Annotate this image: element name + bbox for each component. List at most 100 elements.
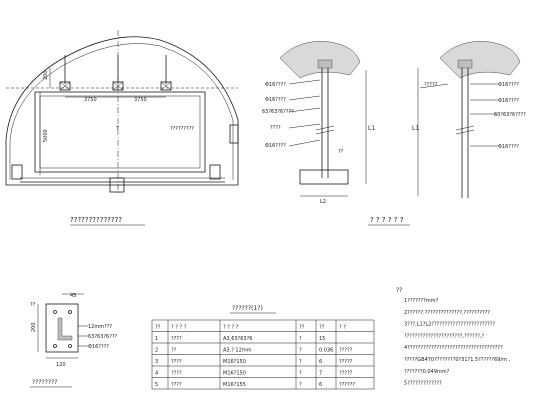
table-cell: ? (299, 336, 302, 342)
angle-label-3: Φ16???? (88, 344, 109, 350)
right-label: ????????? (170, 126, 194, 132)
table-cell: M16?150 (223, 371, 246, 377)
dim-3750-left: 3750 (84, 97, 97, 103)
detail-a-label-6: ?? (338, 149, 344, 155)
table-cell: ? (299, 359, 302, 365)
tunnel-outline (5, 36, 239, 186)
angle-caption: ???????? (32, 379, 57, 386)
hanger-center (112, 55, 124, 91)
detail-b: L1 ????? Φ16???? Φ16???? 63?63?6???? Φ16… (412, 41, 526, 198)
angle-section (57, 317, 73, 341)
detail-b-label-5: Φ16???? (498, 144, 519, 150)
table-cell: 4 (155, 371, 158, 377)
right-wall-box (229, 124, 239, 144)
notes-line: 1???????mm? (404, 298, 438, 304)
tunnel-cross-section: 200 3750 3750 5000 ↑ ????????? ?????????… (5, 30, 239, 226)
detail-a-label-1: Φ16???? (265, 82, 286, 88)
table-cell: 7 (319, 371, 322, 377)
center-drain-box (109, 177, 125, 193)
table-cell: ? (299, 348, 302, 354)
table-header-cell: ? ? ? ? (223, 325, 239, 331)
dim-l2-a: L2 (320, 199, 326, 205)
detail-a-label-5: Φ16???? (265, 143, 286, 149)
table-header-cell: ? ? ? ? (171, 325, 187, 331)
bolt-hole-4 (68, 344, 72, 348)
center-arrow-label: ↑ (115, 125, 120, 132)
table-title: ??????(1?) (232, 305, 263, 312)
detail-caption: ? ? ? ? ? ? (370, 216, 404, 224)
break-b2 (455, 129, 475, 135)
table-cell: 3 (155, 359, 158, 365)
dim-45: 45 (70, 293, 76, 299)
base-plate-a (299, 169, 349, 185)
table-cells: ??? ? ? ?? ? ? ?????? ?1????A3,63?63?6?1… (155, 325, 355, 389)
detail-b-label-3: Φ16???? (498, 98, 519, 104)
table-cell: ?????? (339, 382, 355, 388)
angle-label-1: 12mm??? (88, 324, 112, 330)
detail-a-label-4: ???? (270, 125, 281, 131)
hanger-left (59, 55, 71, 91)
dim-200-angle: 200 (31, 322, 37, 332)
angle-top-label: ?? (30, 302, 36, 308)
detail-b-label-4: 63?63?6???? (494, 112, 526, 118)
dim-5000: 5000 (43, 129, 49, 142)
top-plate-a (317, 59, 333, 69)
notes-line: 4???????????????????????????????????? (404, 345, 503, 351)
notes-line: 5????????????? (404, 381, 442, 387)
table-cell: ????? (339, 348, 353, 354)
table-cell: ???? (171, 359, 182, 365)
notes-line: ?????GB470????????0?31?1.5??????69/m , (404, 357, 511, 363)
angle-steel-detail: ?? 45 200 120 12mm??? 63?63?6??? Φ16????… (30, 293, 118, 388)
notes-line: ???????0.049mm? (404, 369, 450, 375)
table-header-cell: ?? (155, 325, 161, 331)
table-header-cell: ?? (299, 325, 305, 331)
table-cell: 0.036 (319, 348, 333, 354)
detail-a-label-3: 63?63?6???? (262, 109, 294, 115)
break-b (455, 125, 475, 131)
rock-mass-b (439, 41, 521, 79)
detail-b-label-2: Φ16???? (498, 82, 519, 88)
left-curb-box (11, 164, 23, 180)
hanger-right (160, 55, 172, 91)
break-a (315, 125, 335, 131)
table-cell: ???? (171, 382, 182, 388)
table-cell: 6 (319, 359, 322, 365)
dim-l1-a: L1 (368, 125, 375, 132)
table-cell: 6 (319, 382, 322, 388)
table-cell: M16?155 (223, 382, 246, 388)
detail-a-label-2: Φ16???? (265, 97, 286, 103)
table-cell: 1 (155, 336, 158, 342)
notes-line: 2??????,??????????????,?????????? (404, 310, 490, 316)
table-cell: ???? (171, 336, 182, 342)
bolt-hole-1 (53, 310, 57, 314)
table-cell: ????? (339, 371, 353, 377)
tunnel-inner-outline (9, 43, 234, 180)
right-curb-box (209, 164, 221, 180)
table-cell: ? (299, 371, 302, 377)
material-table: ??????(1?) ??? ? ? ?? ? ? ?????? ?1????A… (151, 305, 375, 390)
angle-label-2: 63?63?6??? (88, 334, 118, 340)
notes-line: ??????????????????????,??????,? (404, 333, 484, 339)
dim-120: 120 (56, 362, 66, 368)
dim-l1-b: L1 (412, 125, 419, 132)
table-cell: ?? (171, 348, 177, 354)
notes-lines: 1???????mm? 2??????,??????????????,??????… (404, 298, 511, 387)
table-cell: 2 (155, 348, 158, 354)
table-cell: 15 (319, 336, 325, 342)
sign-board (34, 91, 206, 173)
tunnel-caption: ?????????????? (70, 216, 122, 224)
dim-3750-right: 3750 (134, 97, 147, 103)
detail-a: Φ16???? Φ16???? 63?63?6???? ???? Φ16????… (262, 41, 375, 205)
bolt-hole-2 (68, 310, 72, 314)
table-cell: ????? (339, 359, 353, 365)
table-cell: ? (299, 382, 302, 388)
table-grid (151, 319, 375, 390)
table-cell: A3,63?63?6 (223, 336, 252, 342)
angle-plate (45, 303, 79, 353)
dim-200: 200 (43, 70, 49, 80)
table-header-cell: ?? (319, 325, 325, 331)
table-cell: A3,? 12mm (223, 348, 252, 354)
bolt-hole-3 (53, 344, 57, 348)
rock-mass-a (279, 41, 361, 79)
